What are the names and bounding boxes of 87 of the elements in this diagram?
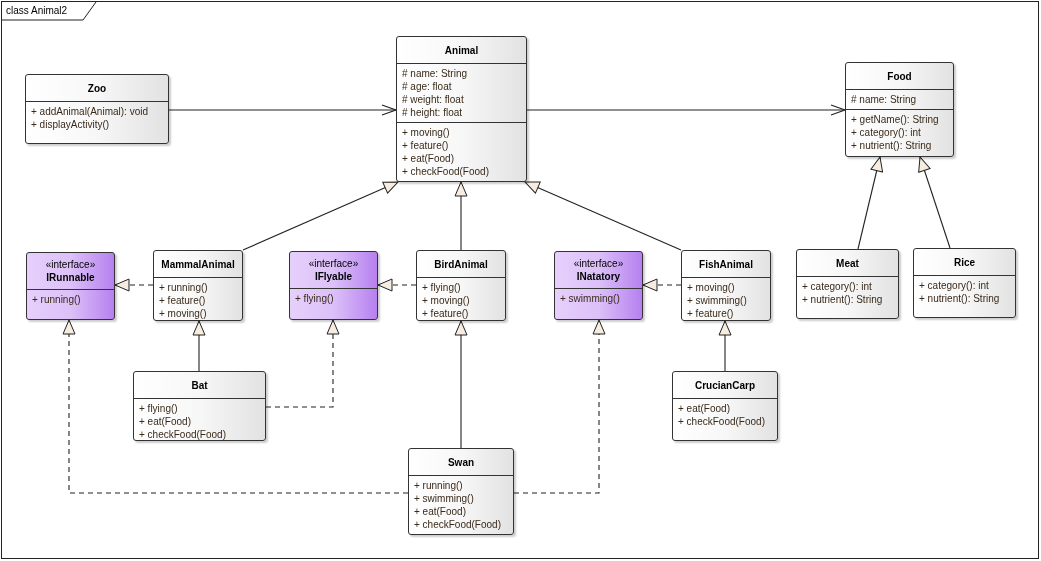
association-arrow: [168, 104, 397, 116]
member-text: + checkFood(Food): [678, 415, 765, 428]
member-text: + category(): int: [919, 279, 989, 292]
association-arrow: [526, 104, 846, 116]
member-text: + eat(Food): [139, 415, 191, 428]
member-text: + running(): [32, 293, 81, 306]
member-text: + swimming(): [414, 492, 474, 505]
member-text: + running(): [414, 479, 463, 492]
member-text: # name: String: [851, 93, 917, 106]
class-box: [796, 249, 899, 319]
class-box: [416, 250, 506, 321]
member-text: + swimming(): [560, 292, 620, 305]
class-box: [408, 448, 514, 535]
generalization-arrow: [918, 156, 951, 249]
class-name: CrucianCarp: [695, 378, 755, 392]
stereotype-label: «interface»: [308, 257, 359, 270]
realization-arrow: [377, 278, 417, 292]
realization-arrow: [114, 278, 154, 292]
class-name: FishAnimal: [699, 257, 753, 271]
member-text: + feature(): [402, 139, 449, 152]
stereotype-label: «interface»: [45, 258, 96, 271]
member-text: + moving(): [402, 126, 450, 139]
diagram-title: class Animal2: [6, 4, 68, 17]
member-text: + eat(Food): [414, 505, 466, 518]
realization-arrow: [265, 319, 340, 408]
class-box: [845, 62, 954, 157]
class-box: [681, 250, 771, 321]
member-text: + addAnimal(Animal): void: [31, 105, 148, 118]
member-text: + moving(): [159, 307, 207, 320]
class-name: Animal: [444, 43, 479, 57]
generalization-arrow: [242, 181, 399, 251]
class-box: [133, 371, 266, 441]
member-text: + checkFood(Food): [402, 165, 489, 178]
interface-box: [289, 251, 378, 320]
class-name: Zoo: [87, 81, 107, 95]
generalization-arrow: [454, 181, 468, 251]
member-text: + moving(): [687, 281, 735, 294]
realization-arrow: [642, 278, 682, 292]
class-name: Food: [887, 69, 912, 83]
class-box: [396, 36, 527, 182]
member-text: + eat(Food): [678, 402, 730, 415]
generalization-arrow: [524, 181, 682, 251]
member-text: + checkFood(Food): [139, 428, 226, 440]
class-name: IRunnable: [46, 271, 95, 284]
member-text: # weight: float: [402, 93, 464, 106]
member-text: + category(): int: [802, 280, 872, 293]
generalization-arrow: [454, 320, 468, 449]
member-text: + feature(): [422, 307, 469, 320]
member-text: + swimming(): [687, 294, 747, 307]
member-text: + moving(): [422, 294, 470, 307]
member-text: + nutrient(): String: [919, 292, 1000, 305]
class-name: MammalAnimal: [161, 257, 235, 271]
realization-arrow: [62, 319, 409, 494]
member-text: + displayActivity(): [31, 118, 110, 131]
class-box: [672, 371, 778, 441]
realization-arrow: [513, 319, 606, 494]
class-box: [913, 248, 1016, 318]
class-box: [25, 74, 169, 144]
member-text: + feature(): [159, 294, 206, 307]
generalization-arrow: [718, 320, 732, 372]
member-text: + flying(): [295, 292, 334, 305]
member-text: + category(): int: [851, 126, 921, 139]
class-name: BirdAnimal: [434, 257, 488, 271]
stereotype-label: «interface»: [573, 257, 624, 270]
class-box: [153, 250, 243, 321]
member-text: + eat(Food): [402, 152, 454, 165]
generalization-arrow: [857, 156, 884, 250]
member-text: + flying(): [422, 281, 461, 294]
member-text: # age: float: [402, 80, 452, 93]
class-name: IFlyable: [314, 270, 353, 283]
member-text: + checkFood(Food): [414, 518, 501, 531]
class-name: INatatory: [576, 270, 621, 283]
member-text: # name: String: [402, 67, 468, 80]
member-text: + nutrient(): String: [802, 293, 883, 306]
member-text: # height: float: [402, 106, 463, 119]
class-name: Meat: [836, 256, 859, 270]
class-name: Swan: [447, 455, 475, 469]
class-name: Rice: [953, 255, 976, 269]
member-text: + feature(): [687, 307, 734, 320]
generalization-arrow: [192, 320, 206, 372]
member-text: + nutrient(): String: [851, 139, 932, 152]
member-text: + getName(): String: [851, 113, 939, 126]
interface-box: [26, 252, 115, 320]
interface-box: [554, 251, 643, 320]
member-text: + running(): [159, 281, 208, 294]
member-text: + flying(): [139, 402, 178, 415]
class-name: Bat: [191, 378, 208, 392]
